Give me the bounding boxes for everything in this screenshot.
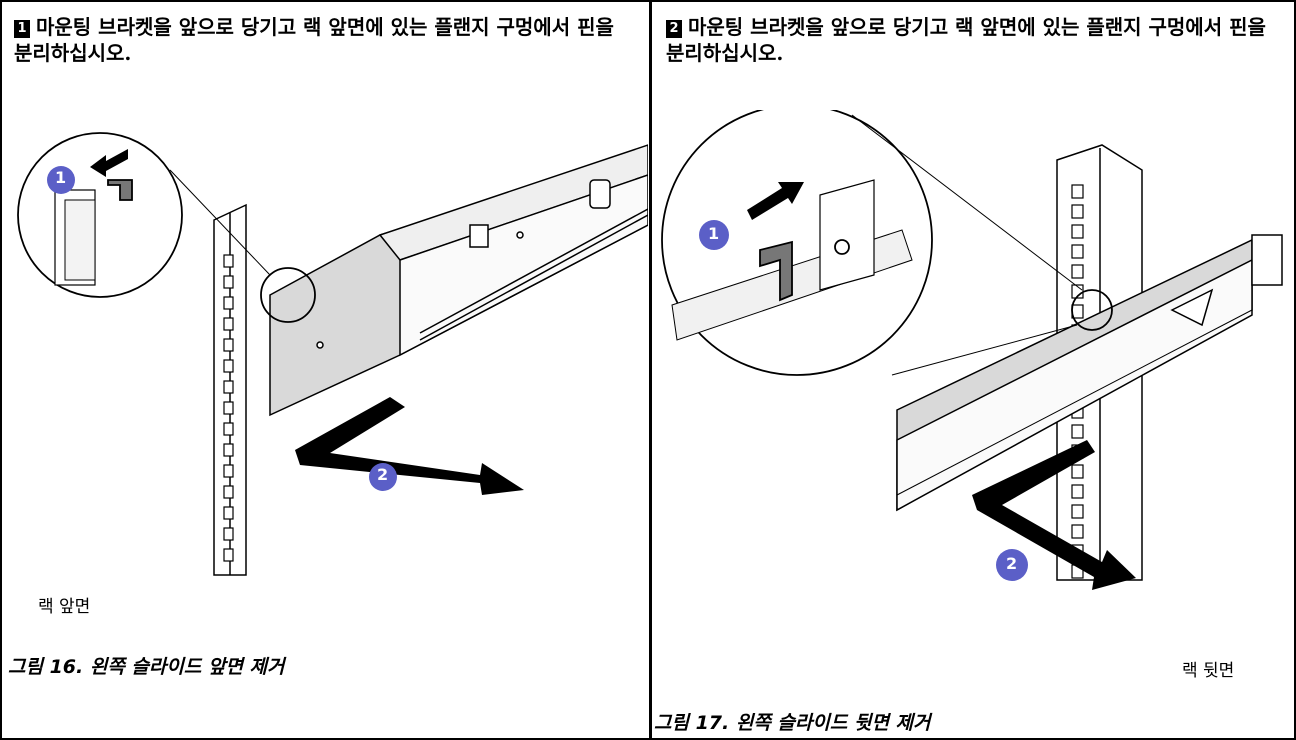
left-zoom-detail (17, 132, 316, 323)
left-slide-illustration (17, 132, 648, 576)
right-callout-1: 1 (708, 224, 720, 243)
right-figure-caption: 그림 17. 왼쪽 슬라이드 뒷면 제거 (654, 712, 931, 734)
rack-hole (223, 506, 234, 520)
right-callout-2: 2 (1006, 554, 1018, 573)
rack-hole (223, 275, 234, 289)
rack-hole (1071, 184, 1084, 199)
rack-hole (223, 527, 234, 541)
right-step-number: 2 (666, 20, 682, 38)
right-rack-label: 랙 뒷면 (1182, 661, 1235, 681)
right-zoom-detail (661, 110, 1113, 376)
rack-hole (1071, 264, 1084, 279)
left-rack-holes (223, 254, 234, 562)
left-figure-caption: 그림 16. 왼쪽 슬라이드 앞면 제거 (8, 656, 285, 678)
rack-hole (223, 422, 234, 436)
left-callout-1-circle (47, 166, 75, 194)
right-callout-2-circle (996, 549, 1028, 581)
rack-hole (1071, 504, 1084, 519)
left-callout-1: 1 (55, 168, 67, 187)
rack-hole (1071, 424, 1084, 439)
rack-hole (1071, 204, 1084, 219)
right-push-arrow (747, 182, 804, 220)
left-callout-2-circle (369, 463, 397, 491)
right-callout-1-circle (699, 220, 729, 250)
rack-hole (1071, 524, 1084, 539)
rack-hole (1071, 484, 1084, 499)
rack-hole (223, 254, 234, 268)
rack-hole (223, 485, 234, 499)
left-rack-label: 랙 앞면 (38, 597, 91, 617)
left-step-text: 마운팅 브라켓을 앞으로 당기고 랙 앞면에 있는 플랜지 구멍에서 핀을 분리… (14, 15, 614, 65)
rack-hole (223, 548, 234, 562)
rack-hole (1071, 464, 1084, 479)
left-callout-2: 2 (377, 465, 389, 484)
rack-hole (223, 359, 234, 373)
rack-hole (223, 401, 234, 415)
left-rail (269, 144, 648, 417)
rack-hole (223, 380, 234, 394)
rack-hole (223, 296, 234, 310)
rack-hole (1071, 224, 1084, 239)
rack-hole (223, 317, 234, 331)
column-divider (649, 0, 652, 740)
rack-hole (1071, 244, 1084, 259)
rack-hole (223, 338, 234, 352)
right-pull-arrow (972, 440, 1136, 590)
rack-hole (223, 443, 234, 457)
right-step-text: 마운팅 브라켓을 앞으로 당기고 랙 앞면에 있는 플랜지 구멍에서 핀을 분리… (666, 15, 1266, 65)
left-pull-arrow (295, 397, 524, 495)
right-rail (896, 234, 1283, 512)
right-slide-illustration (661, 110, 1283, 590)
rack-hole (223, 464, 234, 478)
left-push-arrow (90, 149, 128, 177)
left-step-number: 1 (14, 20, 30, 38)
